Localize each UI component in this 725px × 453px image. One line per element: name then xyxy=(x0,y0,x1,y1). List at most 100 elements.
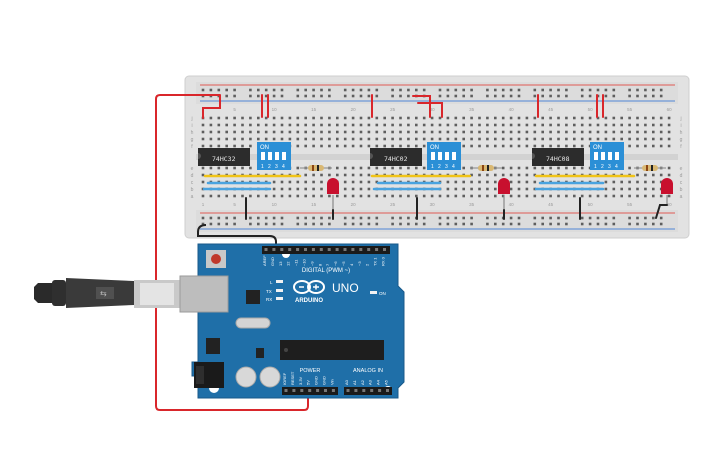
breadboard-hole[interactable] xyxy=(659,180,663,184)
breadboard-hole[interactable] xyxy=(296,137,300,141)
breadboard-hole[interactable] xyxy=(573,137,576,141)
breadboard-hole[interactable] xyxy=(470,116,473,120)
breadboard-hole[interactable] xyxy=(446,187,450,191)
breadboard-hole[interactable] xyxy=(225,194,228,198)
digital-header[interactable] xyxy=(262,246,390,254)
breadboard-hole[interactable] xyxy=(580,166,584,170)
rail-hole[interactable] xyxy=(438,222,442,226)
rail-hole[interactable] xyxy=(565,222,568,226)
breadboard-hole[interactable] xyxy=(351,180,355,184)
breadboard-hole[interactable] xyxy=(667,166,671,170)
rail-hole[interactable] xyxy=(462,222,465,226)
breadboard-wires[interactable] xyxy=(202,94,668,220)
breadboard-hole[interactable] xyxy=(391,116,394,120)
breadboard-hole[interactable] xyxy=(296,116,300,120)
breadboard-hole[interactable] xyxy=(454,137,458,141)
breadboard-hole[interactable] xyxy=(399,137,402,141)
breadboard-hole[interactable] xyxy=(367,194,371,198)
breadboard-hole[interactable] xyxy=(446,116,450,120)
breadboard-hole[interactable] xyxy=(391,130,394,134)
rail-hole[interactable] xyxy=(557,94,560,98)
breadboard-hole[interactable] xyxy=(280,180,284,184)
rail-hole[interactable] xyxy=(596,222,600,226)
header-pin[interactable] xyxy=(335,248,339,251)
rail-hole[interactable] xyxy=(359,94,363,98)
breadboard-hole[interactable] xyxy=(667,144,671,148)
breadboard-hole[interactable] xyxy=(517,194,521,198)
breadboard-hole[interactable] xyxy=(328,194,331,198)
breadboard-hole[interactable] xyxy=(549,166,552,170)
chip-74hc08[interactable]: 74HC08 xyxy=(532,148,584,166)
breadboard-hole[interactable] xyxy=(470,144,473,148)
breadboard-hole[interactable] xyxy=(312,173,315,177)
led-3[interactable] xyxy=(661,178,673,205)
breadboard-hole[interactable] xyxy=(517,166,521,170)
breadboard-hole[interactable] xyxy=(486,180,489,184)
breadboard-hole[interactable] xyxy=(509,116,513,120)
breadboard-hole[interactable] xyxy=(565,144,568,148)
breadboard-hole[interactable] xyxy=(565,194,568,198)
breadboard-hole[interactable] xyxy=(486,130,489,134)
breadboard-hole[interactable] xyxy=(517,123,521,127)
breadboard-hole[interactable] xyxy=(264,123,268,127)
rail-hole[interactable] xyxy=(509,88,513,92)
breadboard-hole[interactable] xyxy=(604,130,608,134)
breadboard-hole[interactable] xyxy=(336,173,339,177)
rail-hole[interactable] xyxy=(201,216,205,220)
rail-hole[interactable] xyxy=(636,94,639,98)
rail-hole[interactable] xyxy=(343,222,347,226)
breadboard-hole[interactable] xyxy=(557,166,560,170)
resistor-2[interactable] xyxy=(470,165,502,171)
breadboard-hole[interactable] xyxy=(296,123,300,127)
rail-hole[interactable] xyxy=(217,88,221,92)
breadboard-hole[interactable] xyxy=(628,187,631,191)
breadboard-hole[interactable] xyxy=(217,130,221,134)
breadboard-hole[interactable] xyxy=(628,180,631,184)
breadboard-hole[interactable] xyxy=(249,194,252,198)
rail-hole[interactable] xyxy=(446,222,450,226)
breadboard-hole[interactable] xyxy=(652,123,655,127)
breadboard-hole[interactable] xyxy=(573,130,576,134)
rail-hole[interactable] xyxy=(399,94,402,98)
breadboard-hole[interactable] xyxy=(659,123,663,127)
breadboard-hole[interactable] xyxy=(620,187,623,191)
breadboard-hole[interactable] xyxy=(225,116,228,120)
breadboard-hole[interactable] xyxy=(533,144,537,148)
rail-hole[interactable] xyxy=(415,88,418,92)
breadboard-hole[interactable] xyxy=(501,144,505,148)
breadboard-hole[interactable] xyxy=(422,194,426,198)
breadboard-hole[interactable] xyxy=(415,123,418,127)
rail-hole[interactable] xyxy=(280,94,284,98)
breadboard-hole[interactable] xyxy=(612,180,616,184)
breadboard-hole[interactable] xyxy=(644,137,647,141)
rail-hole[interactable] xyxy=(659,222,663,226)
breadboard-hole[interactable] xyxy=(367,123,371,127)
breadboard-hole[interactable] xyxy=(541,166,544,170)
breadboard-hole[interactable] xyxy=(486,173,489,177)
breadboard-hole[interactable] xyxy=(241,144,244,148)
led-1[interactable] xyxy=(327,178,339,210)
breadboard-hole[interactable] xyxy=(636,194,639,198)
breadboard-hole[interactable] xyxy=(343,180,347,184)
breadboard-hole[interactable] xyxy=(659,130,663,134)
breadboard-hole[interactable] xyxy=(454,123,458,127)
breadboard-hole[interactable] xyxy=(533,130,537,134)
breadboard-hole[interactable] xyxy=(241,123,244,127)
breadboard-hole[interactable] xyxy=(225,166,228,170)
breadboard-hole[interactable] xyxy=(201,123,205,127)
breadboard-hole[interactable] xyxy=(351,144,355,148)
breadboard-hole[interactable] xyxy=(588,130,592,134)
breadboard-hole[interactable] xyxy=(644,116,647,120)
breadboard-hole[interactable] xyxy=(383,130,386,134)
rail-hole[interactable] xyxy=(375,216,379,220)
breadboard-hole[interactable] xyxy=(201,166,205,170)
rail-hole[interactable] xyxy=(501,94,505,98)
breadboard-hole[interactable] xyxy=(604,180,608,184)
rail-hole[interactable] xyxy=(604,94,608,98)
breadboard-hole[interactable] xyxy=(478,137,481,141)
breadboard-hole[interactable] xyxy=(478,194,481,198)
breadboard-hole[interactable] xyxy=(494,173,497,177)
rail-hole[interactable] xyxy=(557,88,560,92)
breadboard-hole[interactable] xyxy=(296,194,300,198)
